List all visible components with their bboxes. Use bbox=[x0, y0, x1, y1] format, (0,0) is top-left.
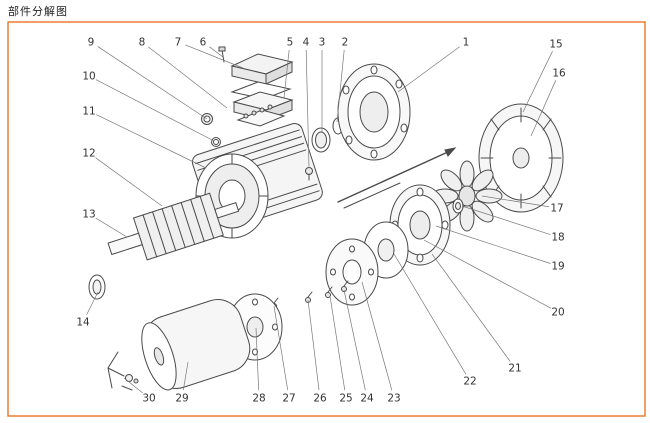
callout-6: 6 bbox=[200, 37, 207, 49]
callout-26: 26 bbox=[313, 393, 327, 405]
leader-line-24 bbox=[343, 289, 366, 391]
leader-line-7 bbox=[185, 44, 244, 69]
callout-22: 22 bbox=[463, 376, 476, 388]
terminal-box-cover bbox=[219, 47, 292, 84]
callout-17: 17 bbox=[550, 203, 563, 215]
leader-line-29 bbox=[182, 361, 189, 391]
leader-line-8 bbox=[148, 46, 228, 109]
front-end-flange bbox=[338, 64, 410, 160]
leader-line-25 bbox=[329, 295, 346, 391]
terminal-board bbox=[238, 105, 284, 126]
mounting-bracket bbox=[108, 352, 138, 390]
terminal-box bbox=[232, 82, 292, 120]
leader-line-9 bbox=[97, 46, 208, 120]
leader-line-27 bbox=[273, 305, 289, 391]
bearing-plate bbox=[326, 239, 378, 305]
callout-1: 1 bbox=[463, 37, 470, 49]
leader-line-30 bbox=[123, 377, 143, 394]
callout-8: 8 bbox=[139, 37, 146, 49]
callout-19: 19 bbox=[551, 261, 564, 273]
leader-line-22 bbox=[393, 253, 467, 375]
callout-18: 18 bbox=[551, 232, 564, 244]
drawing bbox=[89, 47, 563, 396]
leader-line-4 bbox=[305, 49, 310, 169]
callout-9: 9 bbox=[88, 37, 95, 49]
diagram-border bbox=[7, 21, 646, 417]
leader-line-12 bbox=[95, 157, 163, 207]
callout-3: 3 bbox=[319, 37, 326, 49]
leader-line-23 bbox=[361, 281, 393, 391]
leader-line-5 bbox=[283, 49, 290, 99]
leader-line-6 bbox=[209, 46, 224, 58]
shaft-ring bbox=[89, 275, 105, 299]
callout-20: 20 bbox=[551, 307, 564, 319]
callout-4: 4 bbox=[303, 37, 310, 49]
bearing-cap bbox=[453, 199, 463, 213]
callout-13: 13 bbox=[82, 209, 95, 221]
callout-5: 5 bbox=[287, 37, 294, 49]
callout-7: 7 bbox=[175, 37, 182, 49]
callout-2: 2 bbox=[342, 37, 349, 49]
callout-16: 16 bbox=[552, 68, 566, 80]
leader-line-28 bbox=[255, 327, 260, 391]
callout-15: 15 bbox=[549, 39, 562, 51]
callout-10: 10 bbox=[82, 71, 95, 83]
leader-line-16 bbox=[530, 80, 557, 137]
leader-line-21 bbox=[431, 253, 511, 362]
callout-23: 23 bbox=[387, 393, 400, 405]
fan-cover bbox=[479, 104, 563, 212]
callout-25: 25 bbox=[339, 393, 352, 405]
leader-line-10 bbox=[95, 79, 215, 142]
leader-line-14 bbox=[86, 291, 99, 316]
leader-line-19 bbox=[435, 225, 551, 264]
callouts-layer: 1234567891011121314151617181920212223242… bbox=[76, 37, 566, 405]
leader-line-13 bbox=[95, 217, 128, 238]
page-title: 部件分解图 bbox=[8, 6, 68, 18]
leader-line-11 bbox=[96, 114, 207, 169]
drum-housing bbox=[134, 293, 256, 396]
leader-line-18 bbox=[461, 205, 551, 235]
rotor bbox=[103, 186, 244, 269]
callout-24: 24 bbox=[360, 393, 374, 405]
leader-line-15 bbox=[522, 51, 553, 113]
leader-line-20 bbox=[423, 239, 552, 309]
callout-14: 14 bbox=[76, 317, 90, 329]
callout-11: 11 bbox=[82, 106, 95, 118]
leader-line-26 bbox=[307, 299, 320, 391]
leader-line-17 bbox=[481, 195, 550, 208]
leader-line-1 bbox=[397, 46, 460, 93]
callout-27: 27 bbox=[282, 393, 295, 405]
callout-28: 28 bbox=[252, 393, 265, 405]
callout-12: 12 bbox=[82, 148, 95, 160]
callout-29: 29 bbox=[175, 393, 188, 405]
motor-frame bbox=[190, 121, 324, 238]
shaft-arrow bbox=[338, 148, 455, 208]
bearing bbox=[312, 128, 330, 152]
callout-21: 21 bbox=[508, 363, 521, 375]
leader-line-2 bbox=[336, 49, 345, 123]
callout-30: 30 bbox=[142, 393, 155, 405]
